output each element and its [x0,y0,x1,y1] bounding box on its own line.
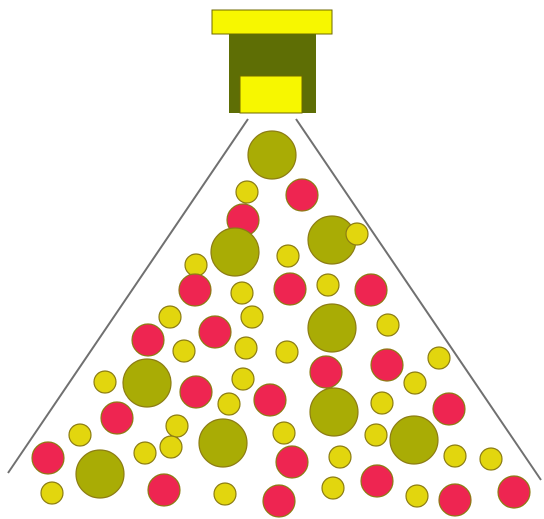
small-particle [273,422,295,444]
medium-particle [276,446,308,478]
large-particle [199,419,247,467]
nozzle-window [240,76,302,113]
small-particle [232,368,254,390]
medium-particle [310,356,342,388]
nozzle [212,10,332,113]
medium-particle [32,442,64,474]
small-particle [428,347,450,369]
medium-particle [361,465,393,497]
small-particle [218,393,240,415]
medium-particle [254,384,286,416]
small-particle [371,392,393,414]
medium-particle [433,393,465,425]
small-particle [329,446,351,468]
medium-particle [199,316,231,348]
medium-particle [132,324,164,356]
medium-particle [439,484,471,516]
small-particle [276,341,298,363]
small-particle [322,477,344,499]
small-particle [214,483,236,505]
small-particle [365,424,387,446]
large-particle [308,304,356,352]
medium-particle [179,274,211,306]
large-particle [123,359,171,407]
medium-particle [180,376,212,408]
small-particle [406,485,428,507]
small-particle [134,442,156,464]
large-particle [310,388,358,436]
small-particle [166,415,188,437]
nozzle-cap [212,10,332,34]
medium-particle [274,273,306,305]
medium-particle [148,474,180,506]
small-particle [41,482,63,504]
small-particle [277,245,299,267]
small-particle [235,337,257,359]
small-particle [69,424,91,446]
medium-particle [371,349,403,381]
large-particle [248,131,296,179]
small-particle [346,223,368,245]
small-particle [231,282,253,304]
small-particle [444,445,466,467]
medium-particle [263,485,295,517]
medium-particle [355,274,387,306]
small-particle [317,274,339,296]
small-particle [159,306,181,328]
small-particle [94,371,116,393]
large-particle [211,228,259,276]
small-particle [236,181,258,203]
medium-particle [498,476,530,508]
large-particle [390,416,438,464]
small-particle [241,306,263,328]
large-particle [76,450,124,498]
small-particle [173,340,195,362]
small-particle [377,314,399,336]
small-particle [185,254,207,276]
medium-particle [286,179,318,211]
medium-particle [101,402,133,434]
small-particle [480,448,502,470]
small-particle [404,372,426,394]
small-particle [160,436,182,458]
